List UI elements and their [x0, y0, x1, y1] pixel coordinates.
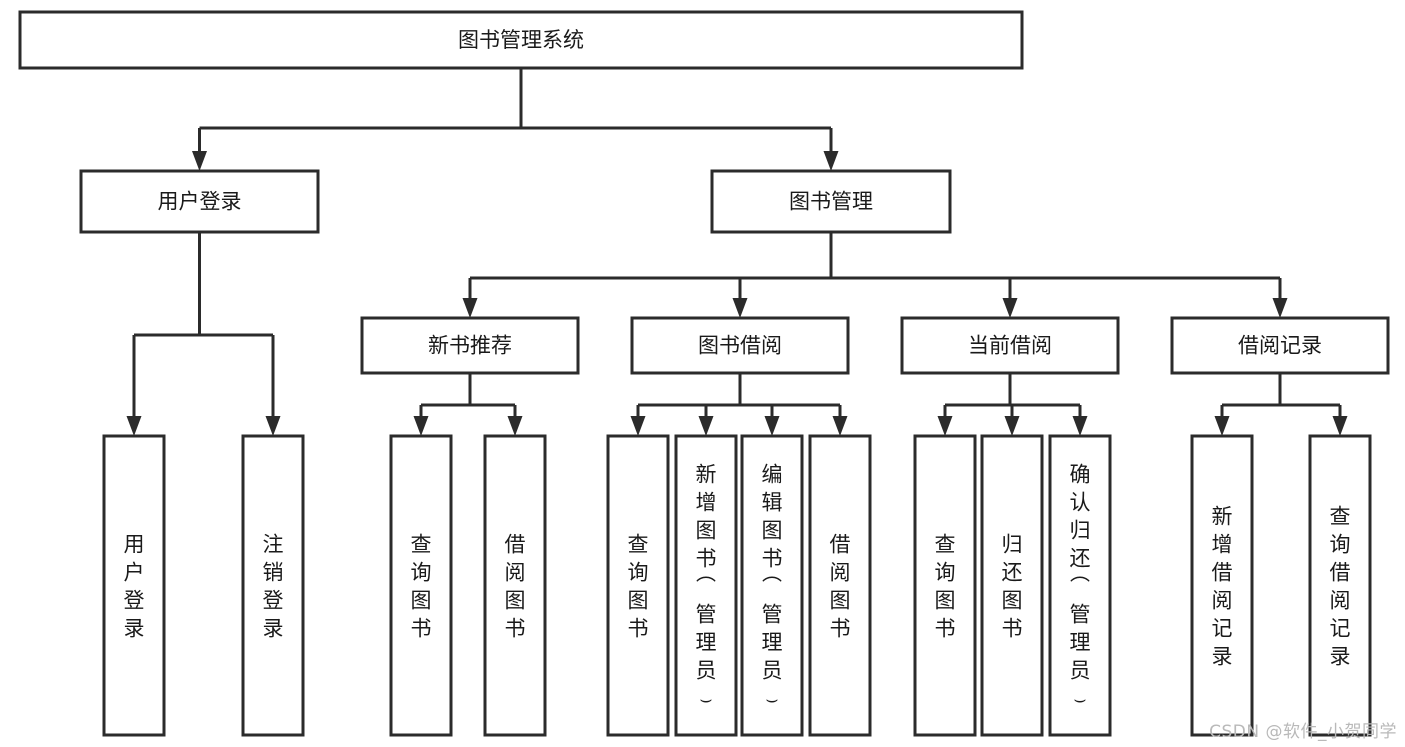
node-label: 新增图书⌒管理员⌣: [696, 462, 717, 710]
node-leaf-add-book[interactable]: 新增图书⌒管理员⌣: [674, 434, 738, 737]
node-label: 图书借阅: [698, 334, 782, 358]
node-label: 注销登录: [263, 532, 284, 640]
connector-bookmgmt-to-level3: [462, 232, 1288, 318]
node-book-management[interactable]: 图书管理: [710, 169, 952, 234]
node-borrow-record[interactable]: 借阅记录: [1170, 316, 1390, 375]
node-label: 查询图书: [411, 532, 432, 640]
connector-record-to-leaves: [1214, 373, 1348, 436]
connector-current-to-leaves: [937, 373, 1088, 436]
node-label: 借阅记录: [1238, 334, 1322, 358]
node-label: 图书管理系统: [458, 28, 584, 52]
node-label: 用户登录: [158, 190, 242, 214]
node-leaf-query-record[interactable]: 查询借阅记录: [1308, 434, 1372, 737]
node-label: 用户登录: [124, 532, 145, 640]
node-leaf-logout[interactable]: 注销登录: [241, 434, 305, 737]
node-new-book-recommend[interactable]: 新书推荐: [360, 316, 580, 375]
node-leaf-add-record[interactable]: 新增借阅记录: [1190, 434, 1254, 737]
node-book-borrow[interactable]: 图书借阅: [630, 316, 850, 375]
node-label: 查询图书: [935, 532, 956, 640]
node-label: 确认归还⌒管理员⌣: [1070, 462, 1091, 710]
csdn-watermark: CSDN @软件_小贺同学: [1209, 722, 1397, 742]
node-label: 借阅图书: [505, 532, 526, 640]
node-leaf-query-book-3[interactable]: 查询图书: [913, 434, 977, 737]
node-leaf-borrow-book-2[interactable]: 借阅图书: [808, 434, 872, 737]
node-leaf-user-login[interactable]: 用户登录: [102, 434, 166, 737]
node-label: 归还图书: [1002, 532, 1023, 640]
node-current-borrow[interactable]: 当前借阅: [900, 316, 1120, 375]
node-label: 查询图书: [628, 532, 649, 640]
node-root-root[interactable]: 图书管理系统: [18, 10, 1024, 70]
node-leaf-return-book[interactable]: 归还图书: [980, 434, 1044, 737]
node-leaf-edit-book[interactable]: 编辑图书⌒管理员⌣: [740, 434, 804, 737]
connector-userlogin-to-leaves: [126, 232, 281, 436]
node-leaf-query-book-2[interactable]: 查询图书: [606, 434, 670, 737]
node-leaf-confirm-return[interactable]: 确认归还⌒管理员⌣: [1048, 434, 1112, 737]
node-label: 当前借阅: [968, 334, 1052, 358]
connector-recommend-to-leaves: [413, 373, 523, 436]
node-label: 新增借阅记录: [1212, 504, 1233, 668]
node-user-login[interactable]: 用户登录: [79, 169, 320, 234]
node-label: 借阅图书: [830, 532, 851, 640]
node-leaf-borrow-book-1[interactable]: 借阅图书: [483, 434, 547, 737]
node-leaf-query-book-1[interactable]: 查询图书: [389, 434, 453, 737]
node-label: 新书推荐: [428, 334, 512, 358]
node-label: 图书管理: [789, 190, 873, 214]
node-label: 编辑图书⌒管理员⌣: [762, 462, 783, 710]
connector-root-to-level2: [192, 68, 839, 171]
node-label: 查询借阅记录: [1330, 504, 1351, 668]
connector-borrow-to-leaves: [630, 373, 848, 436]
